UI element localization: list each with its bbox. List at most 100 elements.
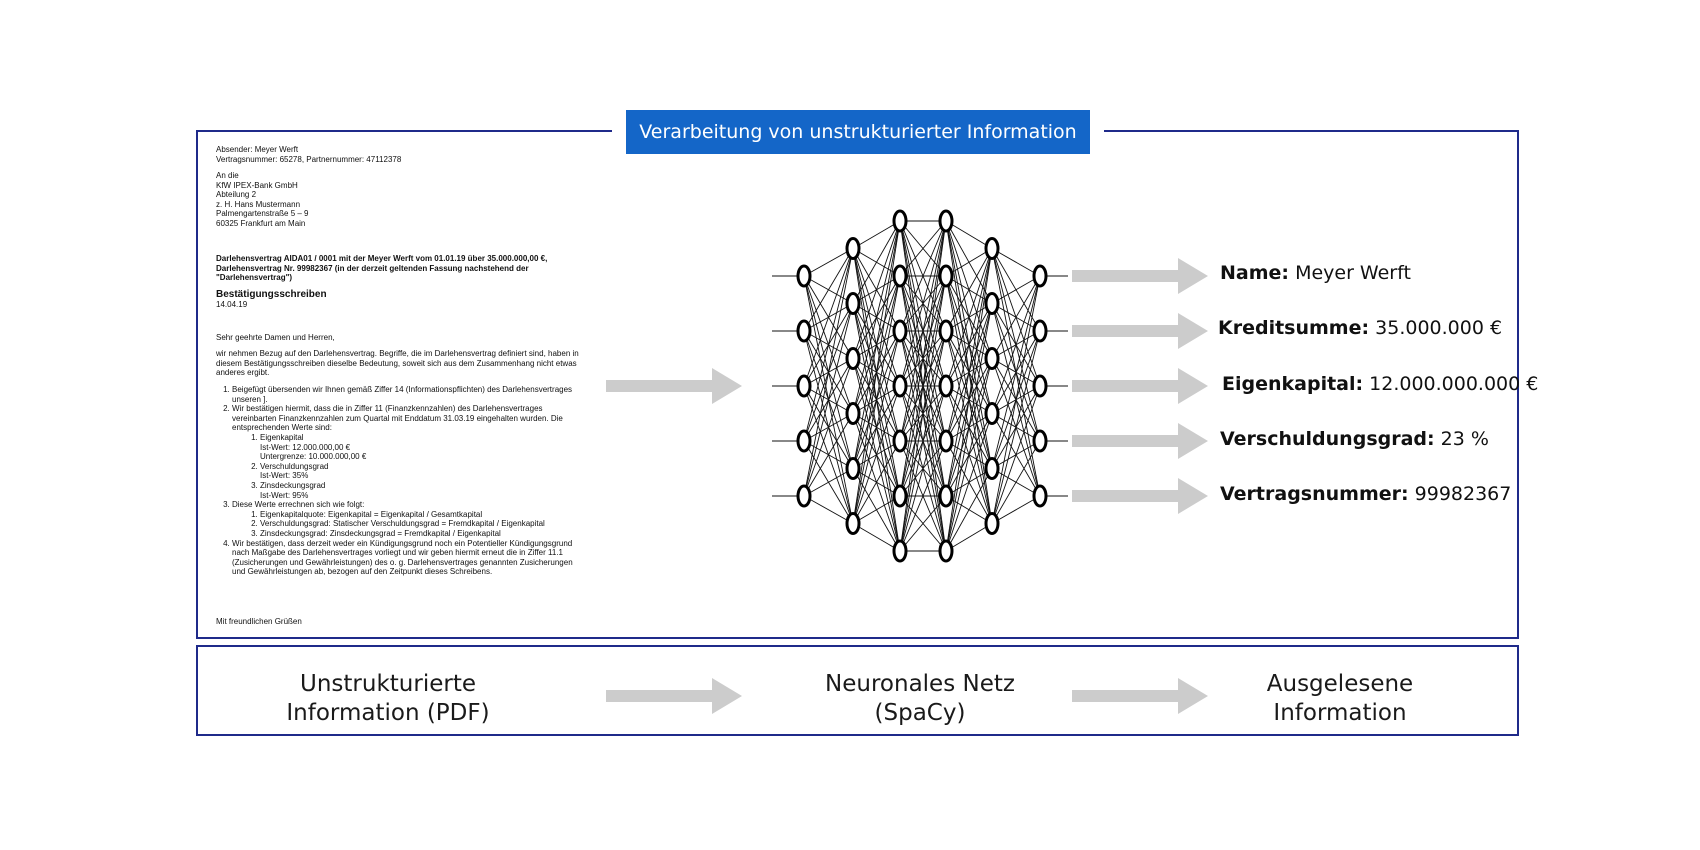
neuron-node [938, 374, 954, 398]
connection [945, 248, 993, 277]
neuron-node [938, 539, 954, 563]
connection [991, 275, 1041, 524]
field-label: Name: [1220, 262, 1290, 284]
process-frame [196, 645, 1519, 736]
field-vertragsnummer: Vertragsnummer: 99982367 [1220, 483, 1511, 505]
field-value: 23 % [1440, 428, 1489, 450]
neuron-node [938, 484, 954, 508]
neuron-node [845, 512, 861, 535]
connection [945, 358, 993, 552]
connection [991, 440, 1041, 524]
neuron-node [845, 347, 861, 370]
field-value: 35.000.000 € [1375, 317, 1503, 339]
neuron-node [984, 347, 1000, 370]
connection [803, 495, 854, 524]
connection [991, 275, 1041, 414]
connection [945, 413, 993, 552]
doc-item-1: Beigefügt übersenden wir Ihnen gemäß Zif… [232, 385, 586, 404]
connection [803, 358, 854, 497]
neuron-node [845, 402, 861, 425]
neuron-node [938, 429, 954, 453]
arrow-right-icon [606, 678, 742, 714]
connection [991, 248, 1041, 277]
connection [803, 248, 854, 387]
doc-address-line: An die [216, 171, 239, 180]
doc-closing: Mit freundlichen Grüßen [216, 617, 302, 626]
connection [852, 275, 901, 524]
neuron-node [892, 539, 908, 563]
connection [803, 303, 854, 497]
doc-item-2: Wir bestätigen hiermit, dass die in Ziff… [232, 404, 586, 500]
doc-address-line: z. H. Hans Mustermann [216, 199, 301, 209]
field-name: Name: Meyer Werft [1220, 262, 1411, 284]
connection [945, 248, 993, 387]
neuron-node [796, 374, 812, 398]
connection [852, 220, 901, 524]
connection [852, 495, 901, 524]
doc-date: 14.04.19 [216, 299, 248, 309]
field-value: 12.000.000.000 € [1369, 373, 1539, 395]
doc-intro: wir nehmen Bezug auf den Darlehensvertra… [216, 349, 579, 378]
field-verschuldungsgrad: Verschuldungsgrad: 23 % [1220, 428, 1489, 450]
neuron-node [938, 319, 954, 343]
neuron-node [892, 484, 908, 508]
arrow-right-icon [1072, 258, 1208, 294]
connection [945, 523, 993, 552]
neuron-node [845, 457, 861, 480]
connection [899, 220, 947, 387]
connection [899, 220, 947, 552]
arrow-right-icon [606, 368, 742, 404]
neuron-node [796, 264, 812, 288]
connection [899, 330, 947, 552]
connection [803, 248, 854, 332]
neuron-node [984, 237, 1000, 260]
connection [945, 248, 993, 442]
neuron-node [892, 319, 908, 343]
connection [852, 220, 901, 359]
arrow-right-icon [1072, 678, 1208, 714]
field-label: Kreditsumme: [1218, 317, 1370, 339]
doc-item-3: Diese Werte errechnen sich wie folgt: Ei… [232, 500, 586, 538]
doc-address-line: KfW IPEX-Bank GmbH [216, 180, 298, 190]
connection [991, 275, 1041, 304]
doc-list: Beigefügt übersenden wir Ihnen gemäß Zif… [216, 385, 586, 577]
neuron-node [892, 374, 908, 398]
doc-subject: Darlehensvertrag AIDA01 / 0001 mit der M… [216, 254, 548, 283]
connection [852, 523, 901, 552]
stage-network: Neuronales Netz(SpaCy) [825, 671, 1015, 726]
arrow-right-icon [1072, 313, 1208, 349]
neuron-node [845, 237, 861, 260]
neuron-node [892, 429, 908, 453]
doc-subitem: Eigenkapitalquote: Eigenkapital = Eigenk… [260, 510, 586, 520]
connection [991, 275, 1041, 469]
connection [852, 220, 901, 469]
neuron-node [1032, 374, 1048, 398]
connection [899, 220, 947, 277]
doc-address-line: Abteilung 2 [216, 190, 257, 200]
neuron-node [984, 402, 1000, 425]
connection [899, 495, 947, 552]
field-kreditsumme: Kreditsumme: 35.000.000 € [1218, 317, 1502, 339]
neuron-node [984, 292, 1000, 315]
connection [991, 275, 1041, 359]
connection [803, 248, 854, 497]
connection [852, 220, 901, 249]
pdf-document: Absender: Meyer Werft Vertragsnummer: 65… [202, 133, 590, 635]
neuron-node [796, 429, 812, 453]
connection [803, 248, 854, 277]
doc-sender: Absender: Meyer Werft [216, 145, 299, 154]
neural-network [772, 209, 1068, 563]
connection [803, 468, 854, 497]
connection [852, 385, 901, 524]
neuron-node [892, 264, 908, 288]
connection [899, 220, 947, 332]
field-value: 99982367 [1414, 483, 1512, 505]
connection [803, 248, 854, 442]
neuron-node [1032, 484, 1048, 508]
arrow-right-icon [1072, 368, 1208, 404]
doc-address-line: 60325 Frankfurt am Main [216, 218, 306, 228]
field-eigenkapital: Eigenkapital: 12.000.000.000 € [1222, 373, 1538, 395]
neuron-node [845, 292, 861, 315]
